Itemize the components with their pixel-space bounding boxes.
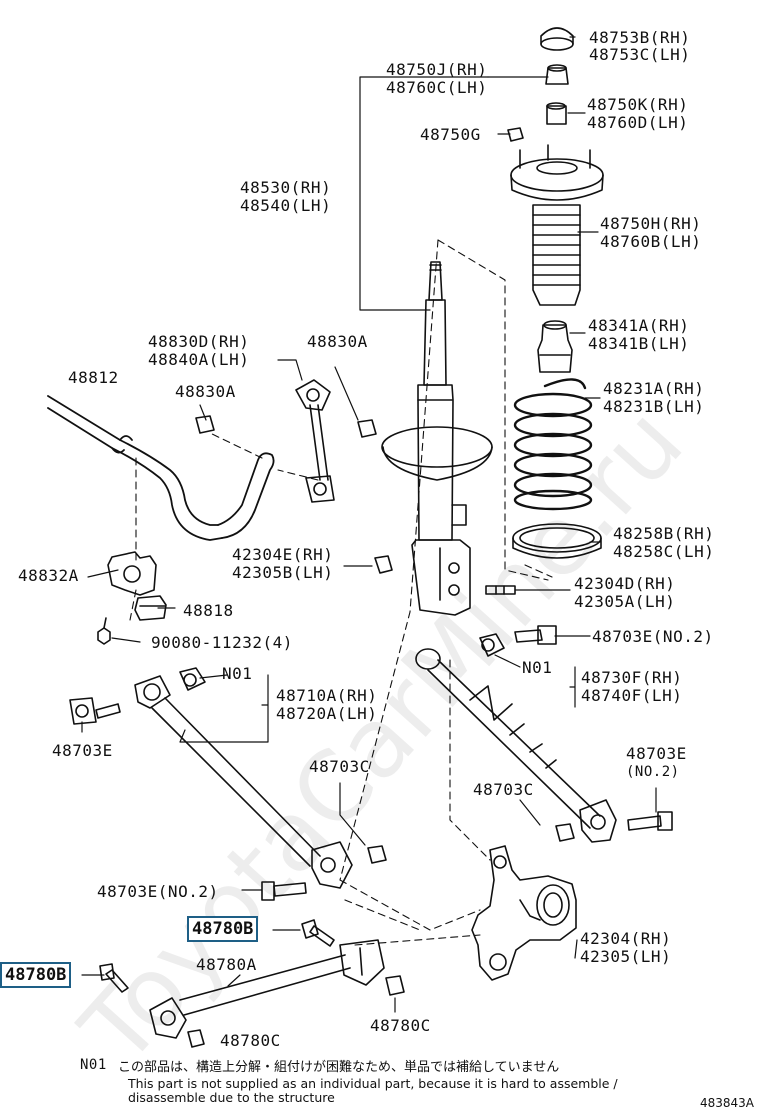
label-42304d[interactable]: 42304D(RH) [574,574,676,593]
stabilizer-link [295,379,335,503]
link-nut-upper [357,419,377,438]
label-48830d[interactable]: 48830D(RH) [148,332,250,351]
label-48760d[interactable]: 48760D(LH) [587,113,689,132]
label-48341a[interactable]: 48341A(RH) [588,316,690,335]
dust-boot [532,204,581,306]
footer-n01-key: N01 [80,1057,107,1073]
label-48258c[interactable]: 48258C(LH) [613,542,715,561]
bump-stopper [537,320,573,373]
label-42304e[interactable]: 42304E(RH) [232,545,334,564]
strut-rod-nut-upper [385,975,405,996]
label-42305a[interactable]: 42305A(LH) [574,592,676,611]
label-42305[interactable]: 42305(LH) [580,947,672,966]
highlight-48780b-lower[interactable]: 48780B [0,962,72,988]
label-48231b[interactable]: 48231B(LH) [603,397,705,416]
arm-bolt-no2-upper [514,625,557,645]
rear-axle-carrier [471,845,577,981]
upper-bushing [546,102,567,125]
coil-spring [513,378,593,511]
label-n01-right[interactable]: N01 [522,658,553,677]
footer-note-english-2: disassemble due to the structure [128,1090,335,1105]
label-48753c[interactable]: 48753C(LH) [589,45,691,64]
strut-rod-bolt-lower [99,963,129,993]
label-n01-left[interactable]: N01 [222,664,253,683]
label-48830a-lower[interactable]: 48830A [175,382,236,401]
small-nut [507,127,524,142]
mount-cap [540,27,574,51]
label-48703c-right[interactable]: 48703C [473,780,534,799]
label-48530[interactable]: 48530(RH) [240,178,332,197]
bushing-n01-left [179,667,206,691]
label-48703e-left[interactable]: 48703E [52,741,113,760]
label-48830a-upper[interactable]: 48830A [307,332,368,351]
lower-spring-seat [512,523,602,559]
strut-rod-bolt-upper [301,919,335,947]
shock-lower-bolt [485,585,516,595]
support-mount [510,144,604,201]
arm-bolt-right [627,811,673,831]
arm-nut-mid [367,845,387,864]
label-48730f[interactable]: 48730F(RH) [581,668,683,687]
stabilizer-bar [47,395,275,541]
label-48703e-no2-lower[interactable]: 48703E(NO.2) [97,882,219,901]
highlight-48780b-upper[interactable]: 48780B [187,916,259,942]
label-48703e-right[interactable]: 48703E [626,744,687,763]
label-48780c-right[interactable]: 48780C [370,1016,431,1035]
label-48750g[interactable]: 48750G [420,125,481,144]
label-48703e-no2-upper[interactable]: 48703E(NO.2) [592,627,714,646]
label-48710a[interactable]: 48710A(RH) [276,686,378,705]
assembly-dash-lines [129,239,553,946]
stabilizer-bracket [107,551,167,621]
link-nut-lower [195,415,215,434]
label-48818[interactable]: 48818 [183,601,234,620]
diagram-id: 483843A [700,1096,755,1110]
label-48760b[interactable]: 48760B(LH) [600,232,702,251]
rear-lateral-arm-no1 [134,675,353,889]
label-48720a[interactable]: 48720A(LH) [276,704,378,723]
label-48750h[interactable]: 48750H(RH) [600,214,702,233]
arm-bolt-no2-lower [261,881,307,901]
label-42305b[interactable]: 42305B(LH) [232,563,334,582]
label-48703c-mid[interactable]: 48703C [309,757,370,776]
label-48812[interactable]: 48812 [68,368,119,387]
bushing-n01-right [479,633,505,657]
leader-lines [81,36,657,1013]
shock-absorber [381,261,493,616]
arm-bolt-left [69,697,121,725]
label-48258b[interactable]: 48258B(RH) [613,524,715,543]
label-42304[interactable]: 42304(RH) [580,929,672,948]
strut-nut [545,64,569,85]
label-48341b[interactable]: 48341B(LH) [588,334,690,353]
label-48740f[interactable]: 48740F(LH) [581,686,683,705]
label-48753b[interactable]: 48753B(RH) [589,28,691,47]
bracket-bolt [97,617,111,645]
footer-note-english-1: This part is not supplied as an individu… [128,1076,618,1091]
rear-lateral-arm-no2 [415,648,617,843]
label-48750k[interactable]: 48750K(RH) [587,95,689,114]
strut-rod [149,939,385,1039]
label-48780a[interactable]: 48780A [196,955,257,974]
footer-note-japanese: この部品は、構造上分解・組付けが困難なため、単品では補給していません [118,1060,560,1075]
label-48832a[interactable]: 48832A [18,566,79,585]
label-90080[interactable]: 90080-11232(4) [151,633,293,652]
label-48760c[interactable]: 48760C(LH) [386,78,488,97]
label-48750j[interactable]: 48750J(RH) [386,60,488,79]
label-no2-sub: (NO.2) [626,764,680,780]
label-48540[interactable]: 48540(LH) [240,196,332,215]
shock-lower-bushing [374,555,393,574]
arm-nut-right [555,823,575,842]
label-48840a[interactable]: 48840A(LH) [148,350,250,369]
strut-rod-nut-lower [187,1029,205,1048]
label-48231a[interactable]: 48231A(RH) [603,379,705,398]
label-48780c-bottom[interactable]: 48780C [220,1031,281,1050]
